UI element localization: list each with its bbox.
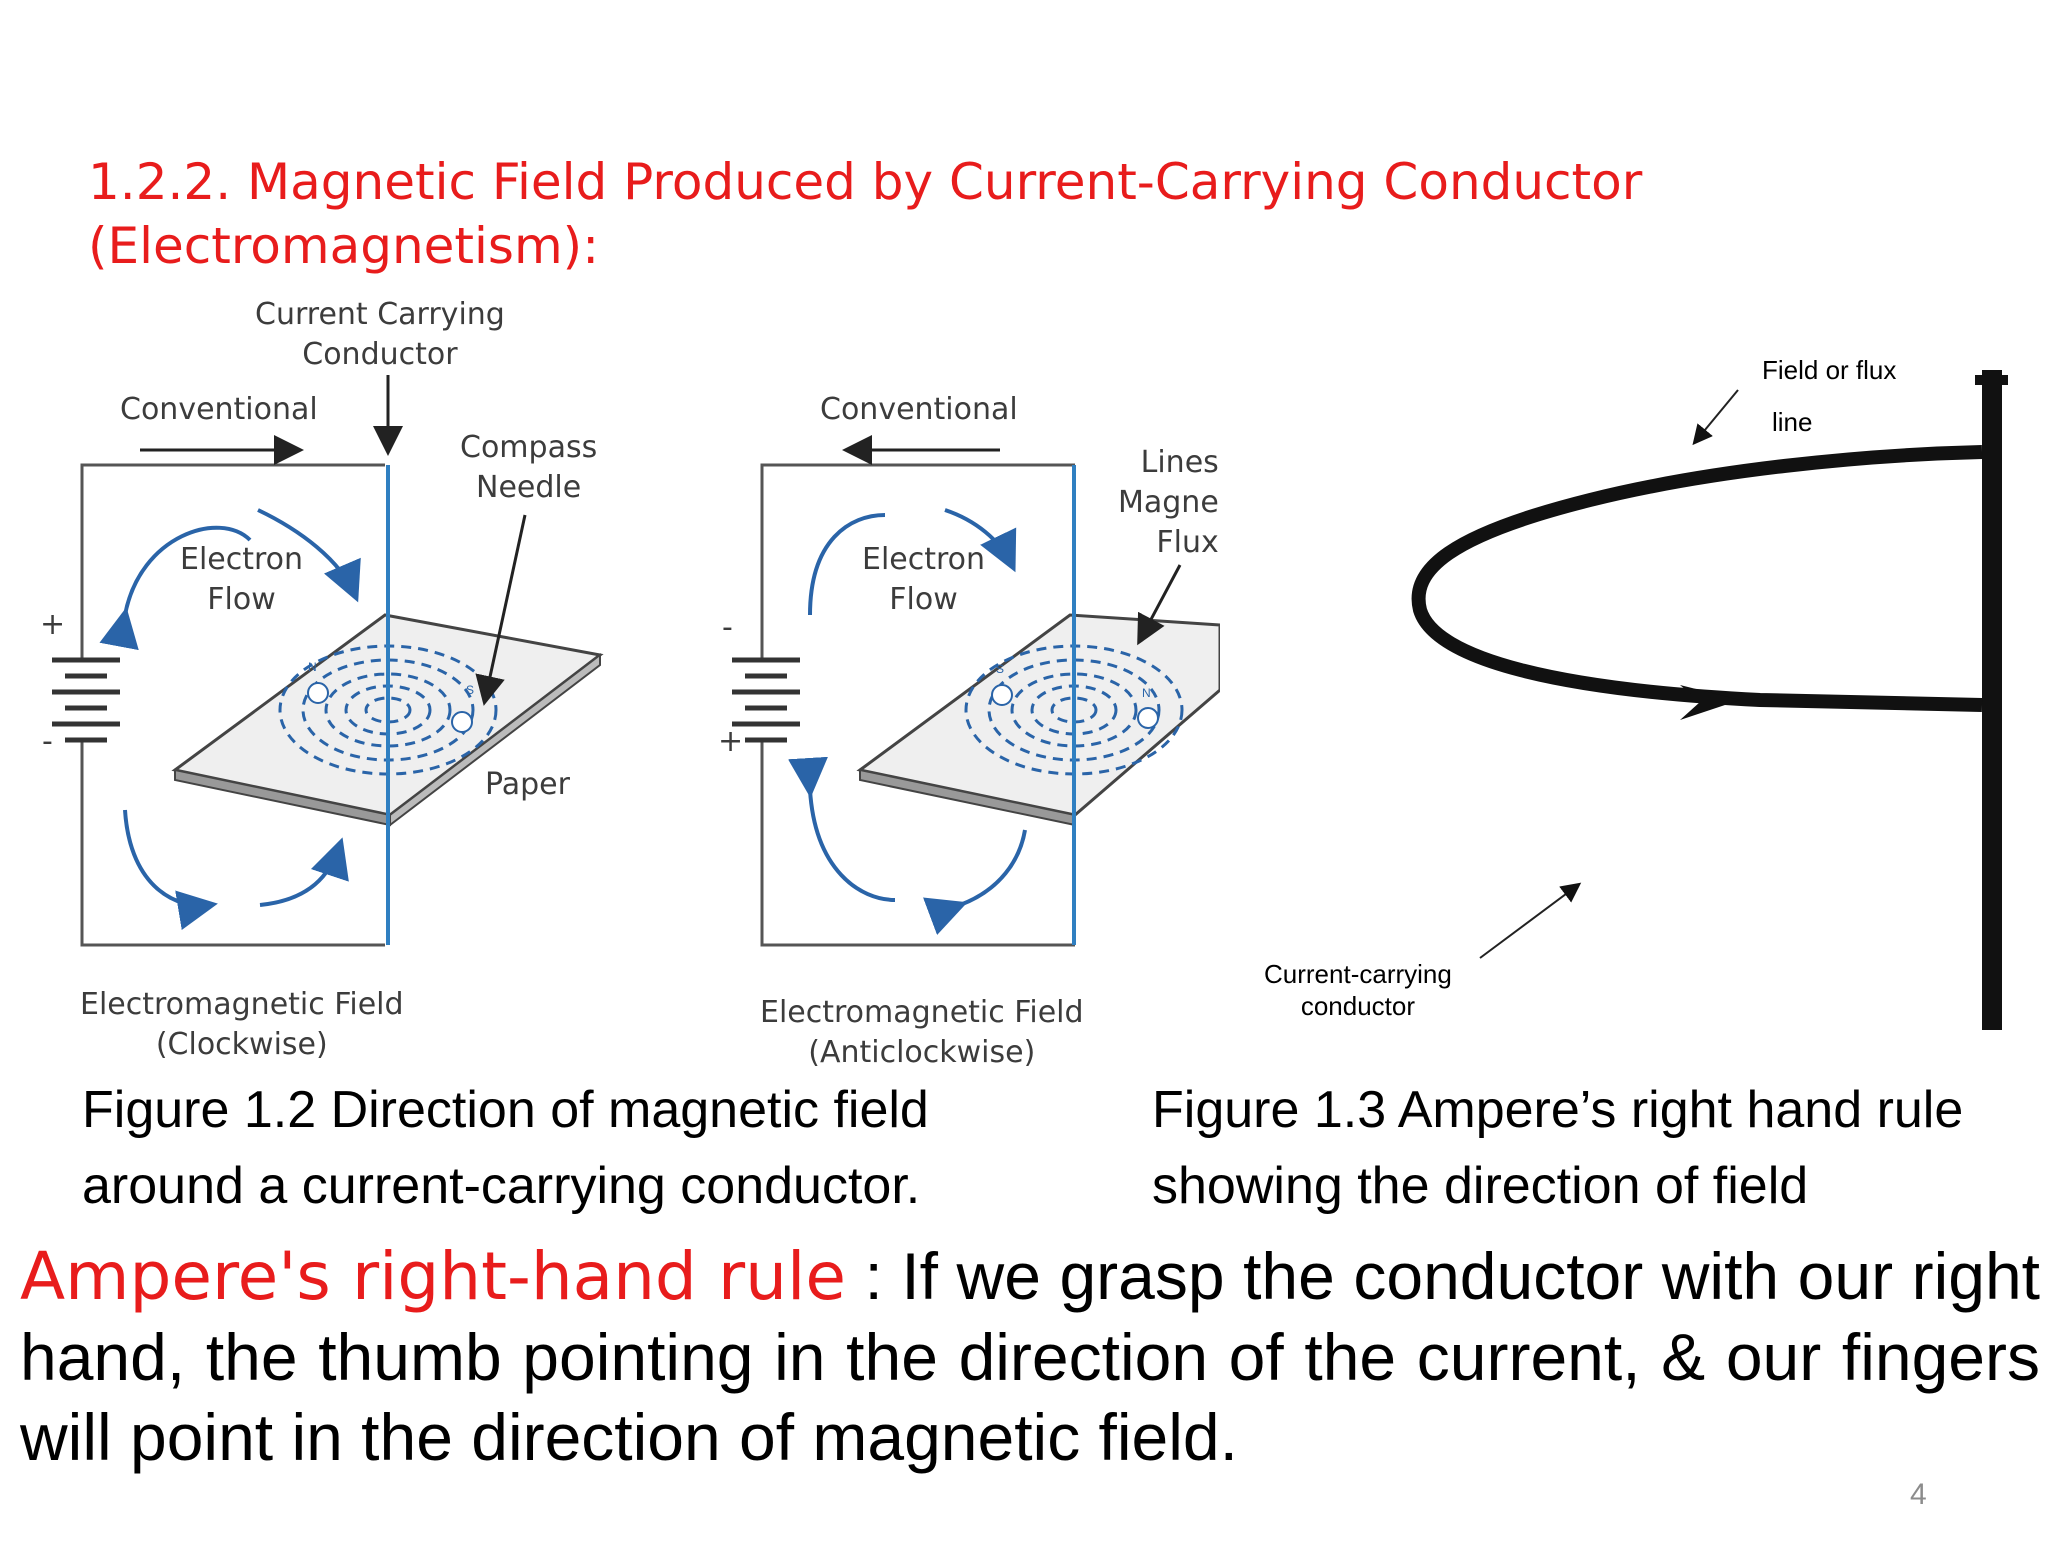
rule-term: Ampere's right-hand rule [20, 1238, 846, 1315]
label-south-left: S [466, 683, 475, 697]
label-electron-flow-middle: Electron Flow [862, 542, 986, 617]
label-field-flux-line: Field or flux line [1762, 355, 1897, 437]
label-electron-flow-left: Electron Flow [180, 542, 304, 617]
label-current-conductor: Current Carrying Conductor [255, 297, 505, 372]
title-line-1: 1.2.2. Magnetic Field Produced by Curren… [88, 153, 1643, 211]
page-number: 4 [1910, 1478, 1927, 1511]
label-south-middle: S [996, 662, 1005, 676]
label-field-anticlockwise: Electromagnetic Field (Anticlockwise) [760, 995, 1084, 1070]
label-field-clockwise: Electromagnetic Field (Clockwise) [80, 987, 404, 1062]
electron-flow-arrows [788, 508, 1027, 935]
compass-needle-icon [991, 684, 1159, 729]
battery-icon [52, 657, 120, 743]
label-conventional-left: Conventional [120, 392, 318, 427]
caption-figure-1-3: Figure 1.3 Ampere’s right hand rule show… [1152, 1081, 1964, 1215]
label-conventional-middle: Conventional [820, 392, 1018, 427]
clockwise-field-diagram [52, 375, 604, 947]
anticlockwise-field-diagram [732, 435, 1220, 947]
label-battery-minus-left: - [42, 724, 53, 759]
circuit-wire [760, 463, 1075, 947]
compass-needle-icon [307, 682, 473, 733]
label-lines-magnetic-flux: Lines Magne Flux [1118, 445, 1219, 560]
label-battery-minus-middle: - [722, 610, 733, 645]
field-arrowhead [1680, 685, 1740, 720]
electron-flow-arrows [99, 508, 361, 930]
conductor-bar [1982, 370, 2002, 1030]
ampere-rule-paragraph: Ampere's right-hand rule : If we grasp t… [20, 1236, 2040, 1477]
label-north-left: N [308, 660, 317, 674]
label-compass-needle: Compass Needle [460, 430, 598, 505]
title-line-2: (Electromagnetism): [88, 217, 600, 275]
rule-description: : If we grasp the conductor with our rig… [20, 1239, 2040, 1474]
caption-figure-1-2: Figure 1.2 Direction of magnetic field a… [82, 1081, 929, 1215]
label-battery-plus-middle: + [718, 724, 744, 759]
battery-icon [732, 657, 800, 743]
slide-title: 1.2.2. Magnetic Field Produced by Curren… [88, 150, 1788, 278]
label-battery-plus-left: + [40, 607, 66, 642]
label-paper: Paper [485, 767, 570, 802]
circuit-wire [80, 463, 385, 947]
right-hand-rule-diagram [1411, 370, 2008, 1030]
field-loop [1411, 445, 1983, 712]
label-north-middle: N [1142, 686, 1151, 700]
label-current-carrying-conductor: Current-carrying conductor [1264, 959, 1452, 1021]
